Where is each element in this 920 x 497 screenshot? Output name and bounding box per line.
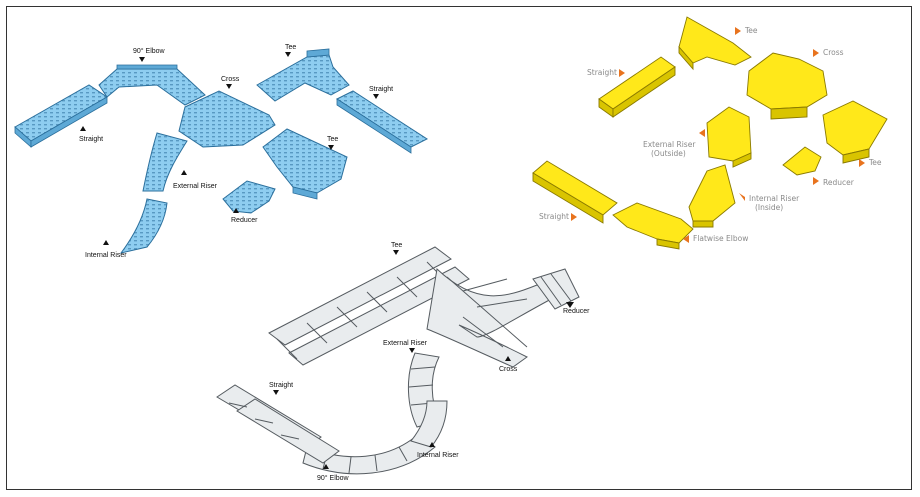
ladder-label-straight: Straight bbox=[269, 382, 293, 389]
blue-label-internal-riser: Internal Riser bbox=[85, 252, 127, 259]
yellow-cross bbox=[746, 52, 828, 110]
yellow-internal-riser bbox=[688, 164, 736, 222]
ladder-label-90-elbow: 90° Elbow bbox=[317, 474, 350, 482]
blue-label-straight-right: Straight bbox=[369, 86, 393, 93]
blue-label-reducer: Reducer bbox=[231, 217, 258, 224]
blue-tee-lower bbox=[262, 128, 348, 194]
yellow-label-external-riser-1: External Riser bbox=[643, 140, 696, 149]
ladder-straight bbox=[216, 384, 340, 464]
yellow-label-internal-riser-1: Internal Riser bbox=[749, 194, 800, 203]
yellow-external-riser bbox=[706, 106, 752, 162]
yellow-label-reducer: Reducer bbox=[823, 178, 855, 187]
ladder-90-elbow bbox=[302, 436, 436, 475]
blue-label-tee-lower: Tee bbox=[327, 136, 338, 143]
ladder-label-reducer: Reducer bbox=[563, 308, 590, 315]
blue-external-riser bbox=[142, 132, 188, 192]
blue-straight-left bbox=[14, 84, 108, 142]
ladder-label-external-riser: External Riser bbox=[383, 340, 428, 347]
ladder-tee-run bbox=[268, 246, 470, 366]
blue-label-tee-top: Tee bbox=[285, 44, 296, 51]
yellow-label-tee-right: Tee bbox=[868, 158, 882, 167]
yellow-label-internal-riser-2: (Inside) bbox=[755, 203, 783, 212]
ladder-label-tee: Tee bbox=[391, 242, 402, 249]
yellow-tray-assembly bbox=[532, 16, 888, 250]
yellow-label-straight-top: Straight bbox=[587, 68, 617, 77]
blue-labels: 90° Elbow Tee Cross Straight Straight Te… bbox=[79, 44, 393, 259]
yellow-tee-right bbox=[822, 100, 888, 156]
ladder-tray-assembly bbox=[216, 246, 580, 475]
blue-tray-assembly bbox=[14, 48, 429, 254]
blue-label-cross: Cross bbox=[221, 76, 240, 83]
blue-label-straight-left: Straight bbox=[79, 136, 103, 143]
yellow-label-tee-top: Tee bbox=[744, 26, 758, 35]
cable-tray-fittings-diagram: 90° Elbow Tee Cross Straight Straight Te… bbox=[14, 16, 888, 482]
yellow-label-external-riser-2: (Outside) bbox=[651, 149, 686, 158]
blue-cross bbox=[178, 90, 276, 148]
blue-straight-right bbox=[335, 90, 429, 148]
yellow-reducer bbox=[782, 146, 822, 176]
yellow-tee-top bbox=[678, 16, 752, 66]
yellow-label-cross: Cross bbox=[823, 48, 844, 57]
yellow-label-flatwise-elbow: Flatwise Elbow bbox=[693, 234, 748, 243]
ladder-label-internal-riser: Internal Riser bbox=[417, 452, 459, 459]
yellow-labels: Tee Cross Straight External Riser (Outsi… bbox=[539, 26, 882, 243]
blue-internal-riser bbox=[119, 198, 168, 254]
blue-label-90-elbow: 90° Elbow bbox=[133, 47, 166, 55]
yellow-flatwise-elbow bbox=[612, 202, 694, 244]
ladder-cross bbox=[426, 267, 556, 368]
ladder-labels: Tee Reducer External Riser Cross Straigh… bbox=[269, 242, 590, 482]
blue-90-elbow bbox=[98, 68, 206, 106]
ladder-label-cross: Cross bbox=[499, 366, 518, 373]
ladder-reducer bbox=[532, 268, 580, 310]
blue-reducer bbox=[222, 180, 276, 214]
blue-label-external-riser: External Riser bbox=[173, 183, 218, 190]
blue-tee-top bbox=[256, 54, 350, 102]
yellow-label-straight-left: Straight bbox=[539, 212, 569, 221]
diagram-frame: 90° Elbow Tee Cross Straight Straight Te… bbox=[6, 6, 912, 490]
